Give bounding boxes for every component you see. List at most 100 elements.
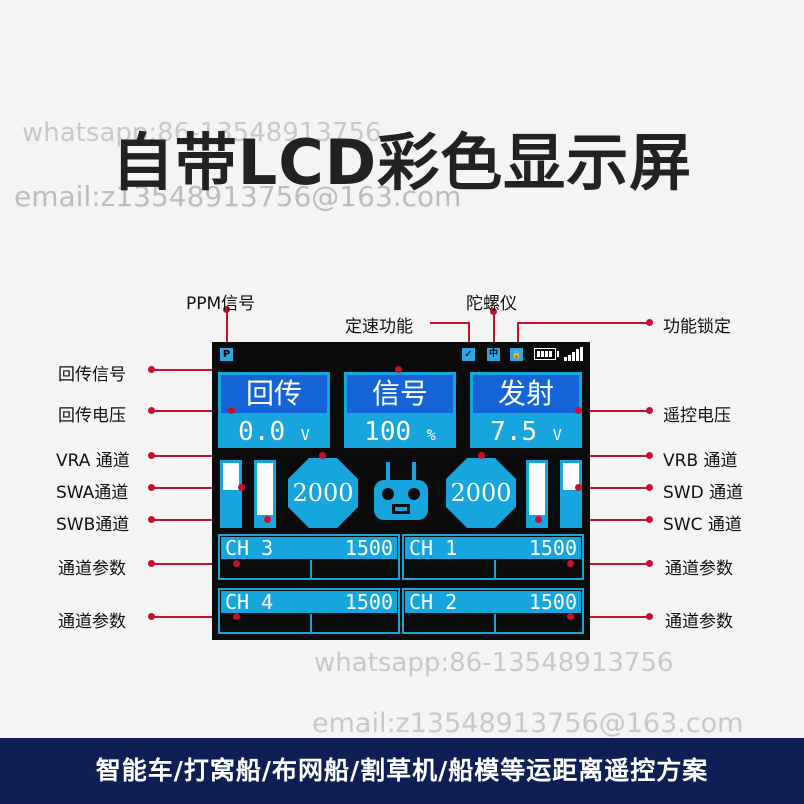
channel-name: CH 1 <box>409 536 458 560</box>
lock-dot <box>646 319 653 326</box>
swb-end-dot <box>264 516 271 523</box>
label-ppm-signal: PPM信号 <box>186 294 256 314</box>
return-signal-end-dot <box>395 366 402 373</box>
cruise-line-h <box>430 322 468 324</box>
battery-icon <box>534 348 556 360</box>
remote-voltage-dot <box>646 407 653 414</box>
label-param-right-1: 通道参数 <box>665 559 733 579</box>
channel-value: 1500 <box>528 536 577 560</box>
vra-knob-value: 2000 <box>288 458 358 528</box>
param-left-2-line <box>152 616 236 618</box>
label-swd: SWD 通道 <box>663 483 744 503</box>
param-right-2-line <box>570 616 650 618</box>
swc-slider <box>526 460 548 528</box>
param-left-1-end-dot <box>233 560 240 567</box>
param-right-2-end-dot <box>567 613 574 620</box>
page-title: 自带LCD彩色显示屏 <box>111 126 693 199</box>
gyro-badge-icon: 中 <box>487 348 500 361</box>
ppm-badge-icon: P <box>220 348 233 361</box>
lock-badge-icon: 🔒 <box>510 348 523 361</box>
label-param-right-2: 通道参数 <box>665 612 733 632</box>
label-lock: 功能锁定 <box>663 317 731 337</box>
label-remote-voltage: 遥控电压 <box>663 406 731 426</box>
channel-name: CH 2 <box>409 590 458 614</box>
swc-dot <box>646 516 653 523</box>
label-swc: SWC 通道 <box>663 515 742 535</box>
cruise-badge-icon: ✓ <box>462 348 475 361</box>
swc-end-dot <box>535 516 542 523</box>
vrb-dot <box>646 452 653 459</box>
channel-value: 1500 <box>528 590 577 614</box>
vrb-knob-value: 2000 <box>446 458 516 528</box>
transmit-box-value: 7.5 V <box>490 417 562 447</box>
lcd-screen: P ✓ 中 🔒 回传 0.0 V 信号 100 % 发射 7.5 V 2000 … <box>212 342 590 640</box>
param-right-1-line <box>570 563 650 565</box>
return-box-value: 0.0 V <box>238 417 310 447</box>
return-voltage-box: 回传 0.0 V <box>216 370 332 450</box>
swb-line <box>152 519 268 521</box>
signal-strength-box: 信号 100 % <box>342 370 458 450</box>
swa-line <box>152 487 242 489</box>
signal-box-title: 信号 <box>347 375 453 413</box>
label-param-left-1: 通道参数 <box>58 559 126 579</box>
channel-value: 1500 <box>344 590 393 614</box>
channel-panel-ch3: CH 3 1500 <box>218 534 400 580</box>
param-right-2-dot <box>646 613 653 620</box>
param-right-1-dot <box>646 560 653 567</box>
remote-voltage-line <box>578 410 650 412</box>
bottom-banner: 智能车/打窝船/布网船/割草机/船模等运距离遥控方案 <box>0 738 804 804</box>
param-left-2-end-dot <box>233 613 240 620</box>
return-voltage-dot <box>148 407 155 414</box>
watermark-email-mid: email:z13548913756@163.com <box>312 708 744 739</box>
swa-dot <box>148 484 155 491</box>
return-voltage-line <box>152 410 232 412</box>
watermark-whatsapp-mid: whatsapp:86-13548913756 <box>314 648 674 678</box>
gyro-line <box>493 312 495 350</box>
param-right-1-end-dot <box>567 560 574 567</box>
vra-dot <box>148 452 155 459</box>
channel-panel-ch2: CH 2 1500 <box>402 588 584 634</box>
ppm-pointer-dot <box>223 306 230 313</box>
param-left-1-dot <box>148 560 155 567</box>
swd-end-dot <box>575 484 582 491</box>
vra-end-dot <box>319 452 326 459</box>
swa-end-dot <box>238 484 245 491</box>
signal-box-value: 100 % <box>364 417 436 447</box>
label-swb: SWB通道 <box>56 515 130 535</box>
battery-tip <box>557 351 559 357</box>
return-box-title: 回传 <box>221 375 327 413</box>
swd-slider <box>560 460 582 528</box>
channel-name: CH 3 <box>225 536 274 560</box>
swb-slider <box>254 460 276 528</box>
channel-name: CH 4 <box>225 590 274 614</box>
gyro-dot <box>490 308 497 315</box>
watermark-email-top: email:z13548913756@163.com <box>14 180 462 213</box>
transmitter-icon <box>374 462 428 520</box>
return-signal-dot <box>148 366 155 373</box>
channel-panel-ch1: CH 1 1500 <box>402 534 584 580</box>
label-vra: VRA 通道 <box>56 451 130 471</box>
lock-line-v <box>517 322 519 350</box>
param-left-2-dot <box>148 613 155 620</box>
watermark-whatsapp-top: whatsapp:86-13548913756 <box>22 118 382 148</box>
label-cruise: 定速功能 <box>345 317 413 337</box>
channel-panel-ch4: CH 4 1500 <box>218 588 400 634</box>
swa-slider <box>220 460 242 528</box>
label-return-signal: 回传信号 <box>58 365 126 385</box>
transmit-voltage-box: 发射 7.5 V <box>468 370 584 450</box>
label-vrb: VRB 通道 <box>663 451 738 471</box>
swd-line <box>578 487 650 489</box>
return-voltage-end-dot <box>228 407 235 414</box>
swc-line <box>538 519 650 521</box>
channel-value: 1500 <box>344 536 393 560</box>
cruise-line-v <box>468 322 470 350</box>
lock-line-h <box>517 322 649 324</box>
swb-dot <box>148 516 155 523</box>
label-gyro: 陀螺仪 <box>466 294 517 314</box>
param-left-1-line <box>152 563 236 565</box>
label-swa: SWA通道 <box>56 483 129 503</box>
label-param-left-2: 通道参数 <box>58 612 126 632</box>
signal-bars-icon <box>564 347 583 361</box>
ppm-pointer-line <box>226 310 228 348</box>
vrb-end-dot <box>478 452 485 459</box>
